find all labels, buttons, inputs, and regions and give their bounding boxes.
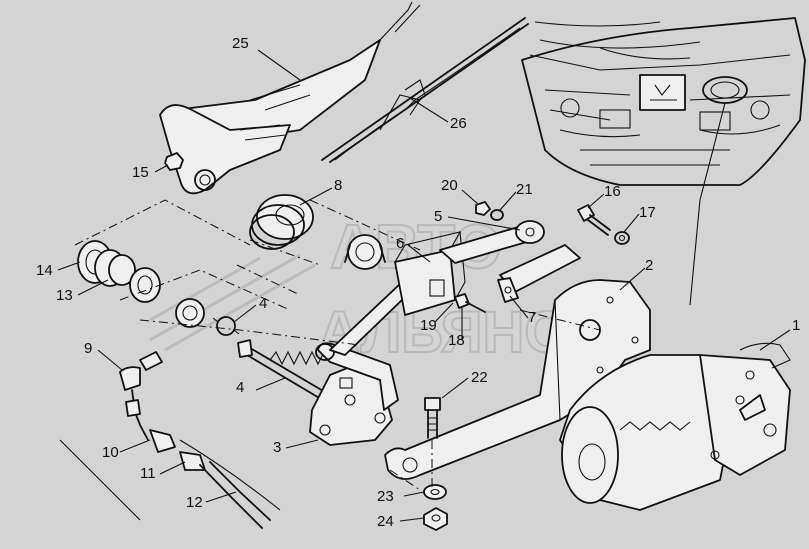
bolt-22 [424,397,441,439]
callout-3: 3 [273,439,281,456]
callout-11: 11 [140,465,156,482]
callout-2: 2 [645,257,653,274]
callout-26: 26 [450,115,467,132]
nut-15 [164,152,184,171]
callout-12: 12 [186,494,203,511]
vehicle-panel-inset [521,17,806,306]
watermark-logo [149,253,316,352]
callout-17: 17 [639,204,656,221]
callout-25: 25 [232,35,249,52]
bolt-16 [577,204,611,236]
callout-13: 13 [56,287,73,304]
washer-21 [490,209,504,221]
nut-20 [475,201,491,216]
callout-4a: 4 [259,295,267,312]
callout-10: 10 [102,444,119,461]
assembly-center-lines [74,199,601,491]
callout-1: 1 [792,317,800,334]
callout-22: 22 [471,369,488,386]
callout-5: 5 [434,208,442,225]
callout-21: 21 [516,181,533,198]
callout-7: 7 [528,309,536,326]
leader-lines [57,49,791,522]
callout-9: 9 [84,340,92,357]
bolt-18 [454,293,486,313]
connecting-link [497,244,581,303]
callout-23: 23 [377,488,394,505]
callout-labels: 1 2 3 4 4 5 6 7 8 9 10 11 12 13 14 15 16… [36,35,800,530]
callout-15: 15 [132,164,149,181]
callout-16: 16 [604,183,621,200]
callout-24: 24 [377,513,394,530]
link-end [515,220,545,244]
callout-4b: 4 [236,379,244,396]
wiper-motor [559,342,791,511]
spindle-bushing [175,298,205,328]
washer-23 [423,484,447,500]
mounting-bracket [309,364,393,446]
callout-8: 8 [334,177,342,194]
callout-18: 18 [448,332,465,349]
wiper-blade [321,17,529,163]
wiper-arm [159,1,421,195]
rod-bushing [344,234,386,270]
rubber-boot [249,194,314,250]
spindle-shaft [237,339,331,403]
washer-hose-assembly [59,351,281,529]
bushing-stack [77,240,161,303]
callout-6: 6 [396,235,404,252]
callout-14: 14 [36,262,53,279]
nut-24 [423,507,448,531]
spring-clip [212,316,240,336]
callout-20: 20 [441,177,458,194]
callout-19: 19 [420,317,437,334]
washer-17 [614,231,630,245]
linkage-rod [329,224,541,356]
